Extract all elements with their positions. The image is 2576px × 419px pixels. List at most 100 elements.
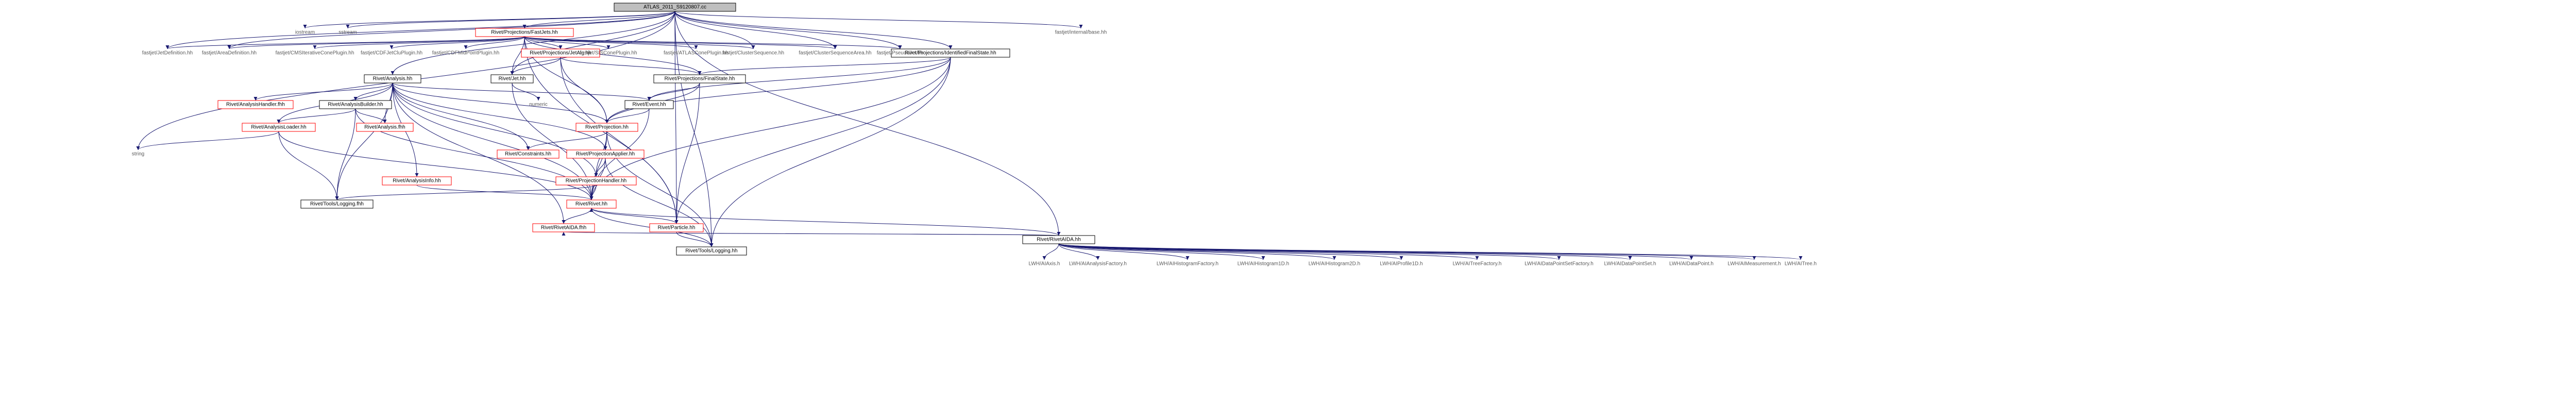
node-box-toolsloghh: [676, 246, 747, 256]
node-label-fastjet_internal: fastjet/internal/base.hh: [1055, 30, 1107, 36]
edge-finalstate-to-event: [647, 82, 700, 101]
node-clusterseqarea: fastjet/ClusterSequenceArea.hh: [799, 51, 871, 56]
node-rivethh[interactable]: Rivet/Rivet.hh: [566, 199, 617, 209]
edge-rivetaida-to-lanalysisfactory: [1058, 243, 1100, 260]
edge-fastjets-to-cmsicp: [313, 36, 525, 49]
node-label-lprofile1d: LWH/AIProfile1D.h: [1380, 261, 1422, 267]
node-box-rivetaida: [1022, 235, 1095, 244]
node-cdfjetclu: fastjet/CDFJetCluPlugin.hh: [361, 51, 422, 56]
edge-root-to-idfs: [674, 11, 953, 49]
node-box-jet: [490, 74, 534, 83]
edge-particle-to-toolsloghh: [676, 231, 714, 247]
edge-rivetaida-to-ldps: [1058, 243, 1632, 260]
edge-analysisbuilder-to-analysisloader: [277, 108, 356, 124]
node-analysisfhh[interactable]: Rivet/Analysis.fhh: [356, 123, 414, 132]
edge-fastjets-to-atlascone: [524, 36, 698, 49]
node-label-constraints: Rivet/Constraints.hh: [505, 152, 551, 157]
node-cdfmidpoint: fastjet/CDFMidPointPlugin.hh: [432, 51, 500, 56]
edge-idfs-to-finalstate: [698, 57, 951, 75]
node-ltree: LWH/AITree.h: [1785, 261, 1817, 267]
edge-jetalg-to-jet: [510, 57, 561, 75]
node-rivetaida[interactable]: Rivet/RivetAIDA.hh: [1022, 235, 1095, 244]
node-idfs[interactable]: Rivet/Projections/IdentifiedFinalState.h…: [891, 48, 1010, 58]
node-label-finalstate: Rivet/Projections/FinalState.hh: [665, 76, 735, 82]
node-analysisloader[interactable]: Rivet/AnalysisLoader.hh: [242, 123, 316, 132]
node-projection[interactable]: Rivet/Projection.hh: [575, 123, 638, 132]
node-analysisbuilder[interactable]: Rivet/AnalysisBuilder.hh: [319, 100, 392, 109]
node-label-particle: Rivet/Particle.hh: [658, 225, 696, 231]
node-box-projapplier: [566, 149, 645, 159]
node-event[interactable]: Rivet/Event.hh: [624, 100, 674, 109]
node-box-constraints: [497, 149, 560, 159]
edge-rivetaida-to-rivetaidafhh: [563, 231, 1059, 236]
edge-fastjets-to-areadef: [227, 36, 525, 49]
edge-fastjets-to-jetdef: [165, 36, 525, 49]
node-ldps: LWH/AIDataPointSet.h: [1604, 261, 1656, 267]
node-label-cmsicp: fastjet/CMSIterativeConePlugin.hh: [276, 51, 354, 56]
edge-analysis-to-event: [392, 82, 651, 101]
node-label-rivetaida: Rivet/RivetAIDA.hh: [1037, 237, 1081, 243]
edge-jetalg-to-finalstate: [560, 57, 702, 75]
node-jet[interactable]: Rivet/Jet.hh: [490, 74, 534, 83]
node-fastjets[interactable]: Rivet/Projections/FastJets.hh: [475, 28, 574, 37]
node-string: string: [132, 152, 144, 157]
node-box-fastjets: [475, 28, 574, 37]
node-label-clusterseq: fastjet/ClusterSequence.hh: [722, 51, 784, 56]
node-analysishandler[interactable]: Rivet/AnalysisHandler.fhh: [217, 100, 294, 109]
node-label-sstream: sstream: [338, 30, 357, 36]
node-box-analysisbuilder: [319, 100, 392, 109]
node-label-ltreefactory: LWH/AITreeFactory.h: [1453, 261, 1502, 267]
edge-rivetaida-to-rivethh: [589, 208, 1059, 236]
node-label-lhistfactory: LWH/AIHistogramFactory.h: [1157, 261, 1218, 267]
node-laxis: LWH/AIAxis.h: [1029, 261, 1060, 267]
node-box-particle: [649, 223, 704, 232]
edge-jetalg-to-particle: [560, 57, 679, 224]
node-label-analysisfhh: Rivet/Analysis.fhh: [364, 125, 405, 130]
edge-rivetaida-to-ldp: [1058, 243, 1693, 260]
edge-root-to-sstream: [346, 11, 675, 29]
node-label-fastjets: Rivet/Projections/FastJets.hh: [491, 30, 558, 36]
node-toolsloghh[interactable]: Rivet/Tools/Logging.hh: [676, 246, 747, 256]
edge-analysis-to-analysishandler: [253, 82, 393, 101]
node-constraints[interactable]: Rivet/Constraints.hh: [497, 149, 560, 159]
node-finalstate[interactable]: Rivet/Projections/FinalState.hh: [653, 74, 746, 83]
edge-analysisbuilder-to-toolslogfhh: [335, 108, 356, 200]
node-analysis[interactable]: Rivet/Analysis.hh: [364, 74, 421, 83]
node-pseudojet: fastjet/PseudoJet.hh: [877, 51, 924, 56]
node-label-projhandler: Rivet/ProjectionHandler.hh: [566, 178, 626, 184]
edge-root-to-jetdef: [165, 11, 675, 49]
node-siscone: fastjet/SISConePlugin.hh: [580, 51, 637, 56]
node-label-jetdef: fastjet/JetDefinition.hh: [142, 51, 193, 56]
node-label-lanalysisfactory: LWH/AIAnalysisFactory.h: [1069, 261, 1127, 267]
node-areadef: fastjet/AreaDefinition.hh: [202, 51, 257, 56]
edge-root-to-particle: [674, 11, 679, 224]
node-label-analysis: Rivet/Analysis.hh: [373, 76, 413, 82]
node-label-lhist2d: LWH/AIHistogram2D.h: [1309, 261, 1360, 267]
node-box-rivethh: [566, 199, 617, 209]
node-label-toolsloghh: Rivet/Tools/Logging.hh: [685, 248, 737, 254]
node-projapplier[interactable]: Rivet/ProjectionApplier.hh: [566, 149, 645, 159]
edge-root-to-jet: [510, 11, 675, 75]
node-analysisinfo[interactable]: Rivet/AnalysisInfo.hh: [382, 176, 452, 186]
node-lhist1d: LWH/AIHistogram1D.h: [1238, 261, 1289, 267]
node-root[interactable]: ATLAS_2011_S9120807.cc: [614, 3, 736, 12]
edge-fastjets-to-finalstate: [524, 36, 702, 75]
edges-layer: [136, 11, 1802, 260]
node-label-toolslogfhh: Rivet/Tools/Logging.fhh: [310, 202, 364, 207]
node-jetalg[interactable]: Rivet/Projections/JetAlg.hh: [521, 48, 600, 58]
edge-projapplier-to-toolsloghh: [605, 158, 714, 247]
node-label-ldps: LWH/AIDataPointSet.h: [1604, 261, 1656, 267]
node-box-analysis: [364, 74, 421, 83]
node-numeric: numeric: [529, 102, 548, 108]
node-atlascone: fastjet/ATLASConePlugin.hh: [664, 51, 728, 56]
edge-fastjets-to-clusterseq: [524, 36, 755, 49]
edge-fastjets-to-siscone: [524, 36, 611, 49]
node-particle[interactable]: Rivet/Particle.hh: [649, 223, 704, 232]
node-projhandler[interactable]: Rivet/ProjectionHandler.hh: [555, 176, 637, 186]
node-toolslogfhh[interactable]: Rivet/Tools/Logging.fhh: [300, 199, 374, 209]
node-rivetaidafhh[interactable]: Rivet/RivetAIDA.fhh: [532, 223, 595, 232]
edge-idfs-to-particle: [674, 57, 951, 224]
node-label-analysisinfo: Rivet/AnalysisInfo.hh: [393, 178, 440, 184]
edge-rivetaida-to-laxis: [1042, 243, 1059, 260]
